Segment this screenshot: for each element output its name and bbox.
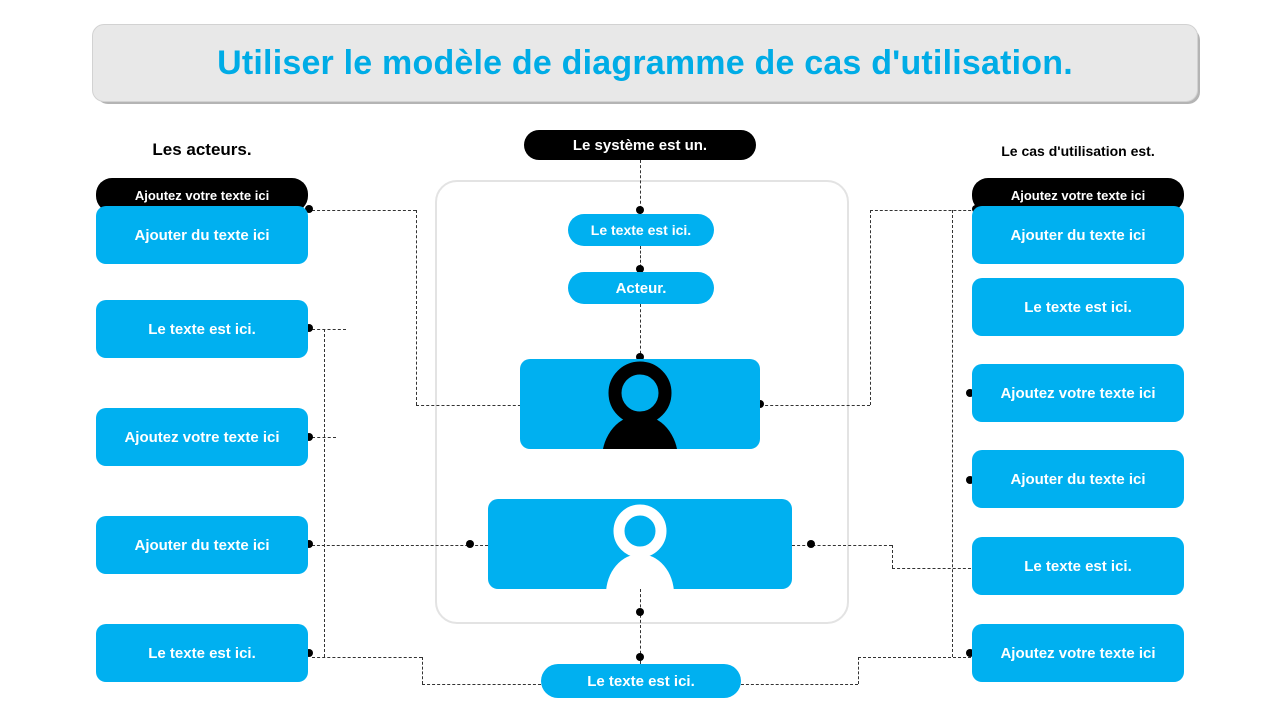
connector-right5-v [858, 657, 859, 684]
connector-left4-h [312, 657, 422, 658]
connector-system-to-node1 [640, 160, 641, 214]
actor-card-1[interactable] [520, 359, 760, 449]
system-label-pill[interactable]: Le système est un. [524, 130, 756, 160]
left-column-caption: Les acteurs. [152, 140, 252, 159]
connector-right-spine [952, 210, 953, 657]
connector-dot [636, 608, 644, 616]
connector-dot [966, 649, 974, 657]
connector-left-spine [324, 329, 325, 657]
left-item-1[interactable]: Le texte est ici. [96, 300, 308, 358]
connector-dot [636, 353, 644, 361]
connector-right5-h2 [858, 657, 976, 658]
right-item-4[interactable]: Le texte est ici. [972, 537, 1184, 595]
actor-card-2[interactable] [488, 499, 792, 589]
left-item-3[interactable]: Ajouter du texte ici [96, 516, 308, 574]
connector-dot [636, 653, 644, 661]
connector-right4-v [892, 545, 893, 568]
connector-left1-h [312, 329, 346, 330]
left-item-0[interactable]: Ajouter du texte ici [96, 206, 308, 264]
right-item-2[interactable]: Ajoutez votre texte ici [972, 364, 1184, 422]
connector-left4-h2 [422, 684, 546, 685]
connector-dot [966, 476, 974, 484]
person-icon [603, 361, 677, 449]
connector-dot [636, 206, 644, 214]
connector-right4-h2 [892, 568, 976, 569]
connector-dot [466, 540, 474, 548]
connector-dot [305, 540, 313, 548]
center-bottom-node[interactable]: Le texte est ici. [541, 664, 741, 698]
connector-left0-v [416, 210, 417, 405]
connector-right0-h2 [870, 210, 976, 211]
right-item-5[interactable]: Ajoutez votre texte ici [972, 624, 1184, 682]
page-title: Utiliser le modèle de diagramme de cas d… [217, 43, 1073, 82]
center-node-2[interactable]: Acteur. [568, 272, 714, 304]
title-banner: Utiliser le modèle de diagramme de cas d… [92, 24, 1198, 102]
connector-right5-h [736, 684, 858, 685]
connector-dot [807, 540, 815, 548]
connector-dot [305, 205, 313, 213]
connector-left0-h [312, 210, 416, 211]
connector-actor2-to-bottom [640, 589, 641, 664]
connector-left0-h2 [416, 405, 526, 406]
connector-dot [756, 400, 764, 408]
connector-node2-to-actor1 [640, 304, 641, 359]
center-node-1[interactable]: Le texte est ici. [568, 214, 714, 246]
connector-node1-to-node2 [640, 246, 641, 272]
connector-dot [305, 649, 313, 657]
right-item-1[interactable]: Le texte est ici. [972, 278, 1184, 336]
connector-right0-v [870, 210, 871, 405]
connector-dot [305, 433, 313, 441]
connector-left4-v [422, 657, 423, 684]
connector-right4-h [792, 545, 892, 546]
right-column-caption: Le cas d'utilisation est. [1001, 143, 1155, 159]
connector-left3-h [312, 545, 488, 546]
connector-dot [305, 324, 313, 332]
connector-dot [636, 265, 644, 273]
left-item-2[interactable]: Ajoutez votre texte ici [96, 408, 308, 466]
connector-dot [966, 389, 974, 397]
right-item-3[interactable]: Ajouter du texte ici [972, 450, 1184, 508]
person-icon [606, 504, 674, 589]
right-item-0[interactable]: Ajouter du texte ici [972, 206, 1184, 264]
left-item-4[interactable]: Le texte est ici. [96, 624, 308, 682]
connector-right0-h [760, 405, 870, 406]
